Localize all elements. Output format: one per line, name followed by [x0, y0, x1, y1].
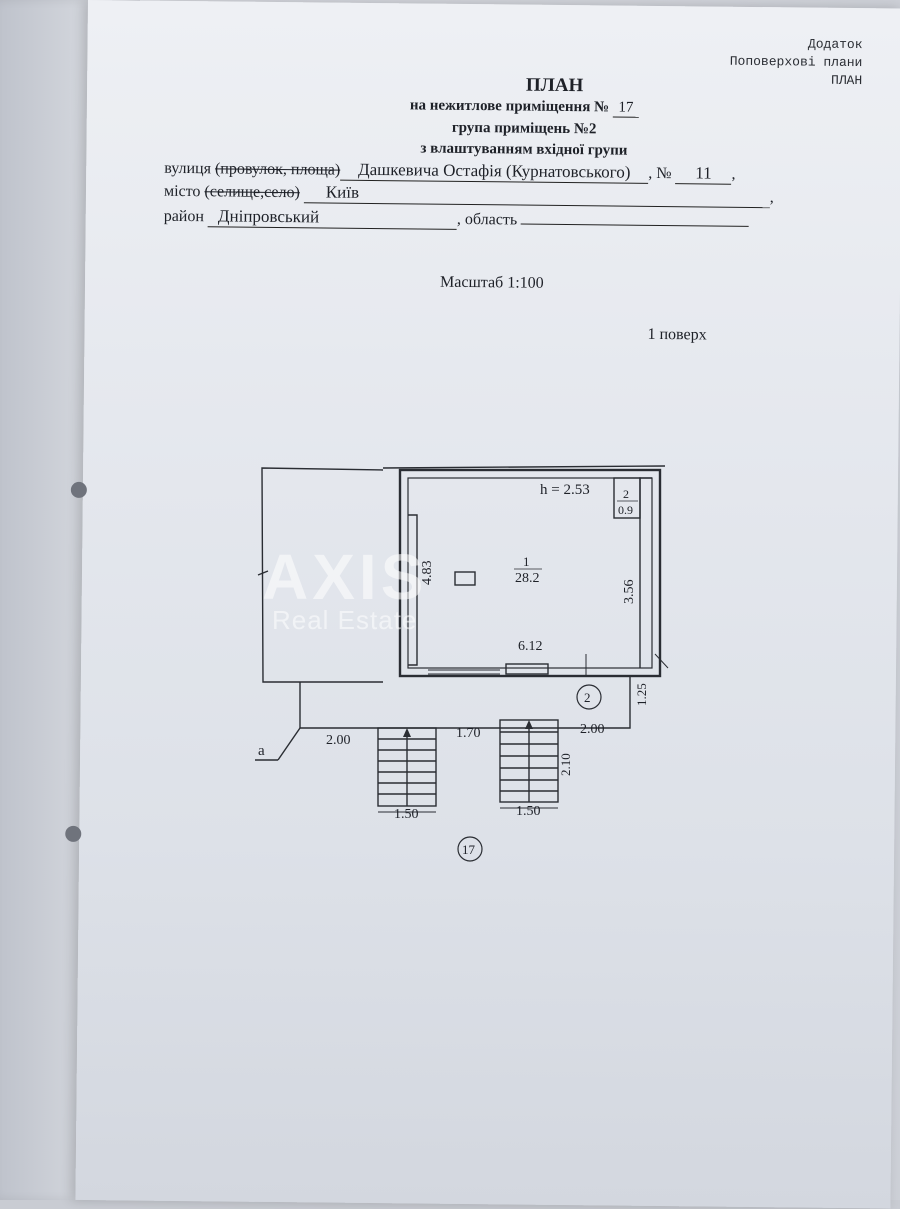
small-room-number: 2 [623, 487, 629, 501]
ceiling-height-label: h = 2.53 [540, 482, 590, 498]
left-stair-arrowhead [403, 728, 411, 737]
dimension-stair-right-width: 1.50 [516, 804, 541, 819]
dimension-porch-left: 2.00 [326, 733, 351, 748]
room-inner-wall [407, 477, 653, 669]
right-wall-step [639, 477, 652, 668]
left-wall-niche [408, 514, 418, 666]
dimension-left-height: 4.83 [420, 561, 435, 586]
dimension-right-height: 3.56 [622, 580, 637, 605]
watermark-subtitle: Real Estate [271, 605, 418, 635]
label-a: а [258, 743, 265, 759]
group-circle [576, 684, 602, 710]
break-mark-left [257, 570, 269, 576]
small-room-outline [613, 477, 641, 519]
group-circle-number: 2 [584, 690, 591, 705]
dimension-porch-right: 2.00 [580, 722, 605, 737]
dimension-porch-middle: 1.70 [456, 726, 481, 741]
main-room-area: 28.2 [515, 571, 540, 586]
premises-circle-number: 17 [462, 842, 476, 857]
dimension-stair-length: 2.10 [558, 753, 573, 776]
adjacent-space-outline [261, 467, 384, 683]
main-room-number: 1 [523, 554, 530, 569]
plan-outline [255, 465, 669, 813]
room-outer-wall [398, 468, 662, 678]
label-a-leader [277, 727, 301, 761]
right-stair-arrowhead [525, 720, 533, 729]
dimension-stair-left-width: 1.50 [394, 807, 419, 822]
room-column [454, 571, 476, 586]
premises-circle [457, 836, 483, 862]
entrance-door [505, 663, 549, 675]
watermark: AXIS Real Estate [262, 545, 427, 636]
small-room-area: 0.9 [618, 503, 633, 517]
staircase-arrows [403, 720, 533, 737]
watermark-brand: AXIS [262, 541, 428, 613]
porch-outline [299, 676, 631, 729]
dimension-porch-depth: 1.25 [634, 683, 649, 706]
dimension-bottom-width: 6.12 [518, 639, 543, 654]
top-dimension-line [382, 465, 666, 469]
